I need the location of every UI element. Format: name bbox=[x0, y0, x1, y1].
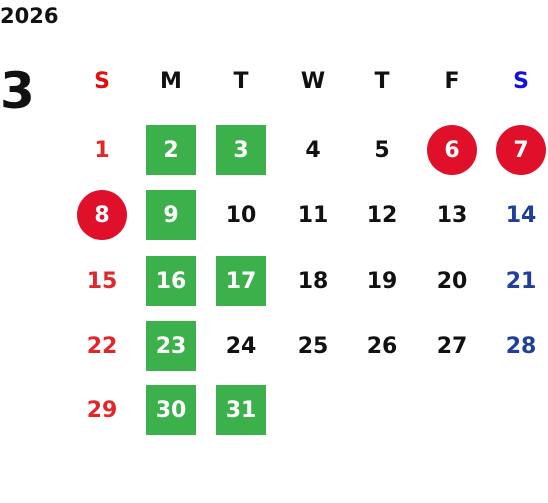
day-cell[interactable]: 27 bbox=[436, 333, 468, 359]
day-cell[interactable]: 13 bbox=[436, 202, 468, 228]
day-cell[interactable]: 1 bbox=[94, 137, 110, 163]
weekday-header: T bbox=[374, 68, 390, 94]
day-cell[interactable]: 26 bbox=[366, 333, 398, 359]
weekday-header: W bbox=[300, 68, 326, 94]
day-cell[interactable]: 12 bbox=[366, 202, 398, 228]
day-cell[interactable]: 18 bbox=[297, 268, 329, 294]
weekday-header: T bbox=[233, 68, 249, 94]
day-cell[interactable]: 30 bbox=[146, 385, 196, 435]
day-cell[interactable]: 17 bbox=[216, 256, 266, 306]
weekday-header: S bbox=[94, 68, 110, 94]
day-cell[interactable]: 24 bbox=[225, 333, 257, 359]
day-cell[interactable]: 16 bbox=[146, 256, 196, 306]
day-cell[interactable]: 10 bbox=[225, 202, 257, 228]
day-cell[interactable]: 22 bbox=[86, 333, 118, 359]
day-cell[interactable]: 3 bbox=[216, 125, 266, 175]
year-label: 2026 bbox=[0, 4, 59, 28]
day-cell[interactable]: 29 bbox=[86, 397, 118, 423]
month-number: 3 bbox=[0, 62, 35, 120]
day-cell[interactable]: 8 bbox=[77, 190, 127, 240]
day-cell[interactable]: 7 bbox=[496, 125, 546, 175]
day-cell[interactable]: 5 bbox=[374, 137, 390, 163]
day-cell[interactable]: 9 bbox=[146, 190, 196, 240]
weekday-header: S bbox=[513, 68, 529, 94]
day-cell[interactable]: 31 bbox=[216, 385, 266, 435]
day-cell[interactable]: 11 bbox=[297, 202, 329, 228]
weekday-header: F bbox=[444, 68, 460, 94]
weekday-header: M bbox=[160, 68, 182, 94]
day-cell[interactable]: 19 bbox=[366, 268, 398, 294]
day-cell[interactable]: 15 bbox=[86, 268, 118, 294]
day-cell[interactable]: 14 bbox=[505, 202, 537, 228]
day-cell[interactable]: 2 bbox=[146, 125, 196, 175]
day-cell[interactable]: 28 bbox=[505, 333, 537, 359]
day-cell[interactable]: 20 bbox=[436, 268, 468, 294]
day-cell[interactable]: 4 bbox=[305, 137, 321, 163]
day-cell[interactable]: 25 bbox=[297, 333, 329, 359]
day-cell[interactable]: 21 bbox=[505, 268, 537, 294]
day-cell[interactable]: 23 bbox=[146, 321, 196, 371]
day-cell[interactable]: 6 bbox=[427, 125, 477, 175]
